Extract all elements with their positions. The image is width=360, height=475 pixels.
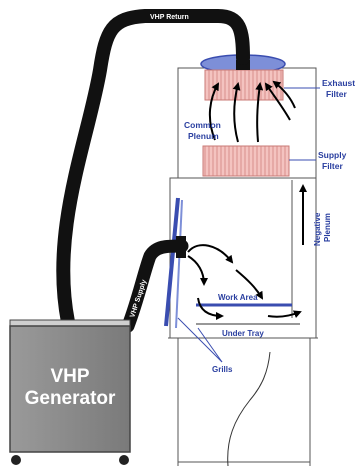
airflow-arrow-icon [272, 80, 296, 109]
front-sash [164, 197, 183, 329]
common-plenum-label: Common [184, 120, 221, 130]
airflow-arrow-icon [208, 82, 219, 141]
supply-filter-label-2: Filter [322, 161, 343, 171]
vhp-supply-hose [121, 239, 189, 333]
negative-plenum-label-2: Plenum [323, 213, 332, 242]
airflow-arrows [187, 80, 307, 320]
vhp-return-hose [56, 9, 250, 329]
airflow-arrow-icon [232, 82, 241, 143]
supply-filter [202, 145, 290, 177]
airflow-arrow-icon [187, 255, 208, 286]
airflow-arrow-icon [267, 310, 302, 318]
supply-connector [176, 236, 186, 258]
under-tray-label: Under Tray [222, 329, 264, 338]
power-cord [227, 351, 271, 467]
generator-label-line1: VHP [50, 366, 89, 387]
airflow-arrow-icon [235, 269, 264, 300]
work-area-label: Work Area [218, 293, 258, 302]
airflow-arrow-icon [187, 244, 234, 264]
airflow-arrow-icon [264, 82, 291, 121]
diagram-labels: Exhaust Filter Common Plenum Supply Filt… [184, 78, 355, 374]
negative-plenum-label: Negative [313, 212, 322, 246]
common-plenum-label-2: Plenum [188, 131, 219, 141]
generator-wheel-icon [119, 455, 129, 465]
vhp-return-top-label: VHP Return [150, 14, 189, 21]
grills-pointers [177, 317, 223, 363]
exhaust-filter-label: Exhaust [322, 78, 355, 88]
vhp-return-side-label: VHP Return [79, 193, 93, 232]
vhp-generator: VHP Generator [9, 319, 131, 465]
vhp-hoses [56, 9, 250, 333]
generator-body [9, 325, 131, 453]
grills-label: Grills [212, 365, 233, 374]
generator-label-line2: Generator [25, 388, 116, 409]
supply-filter-label: Supply [318, 150, 347, 160]
airflow-arrow-icon [197, 297, 224, 320]
airflow-arrow-icon [255, 82, 264, 143]
exhaust-filter-label-2: Filter [326, 89, 347, 99]
generator-wheel-icon [11, 455, 21, 465]
